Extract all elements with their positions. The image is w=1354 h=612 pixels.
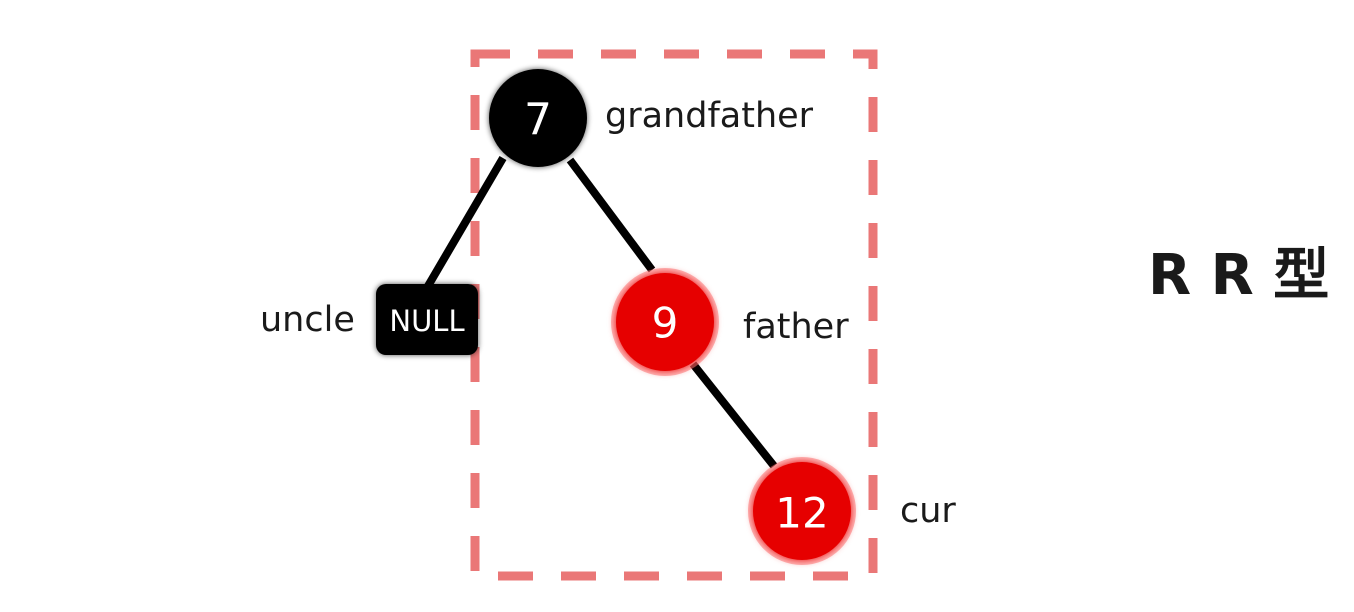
label-grandfather: grandfather [605, 96, 814, 136]
node-grandfather: 7 [489, 69, 587, 167]
edge-grandfather-uncle [424, 155, 507, 289]
node-father-value: 9 [652, 299, 679, 348]
node-cur-value: 12 [775, 489, 828, 538]
node-father-circle [616, 273, 714, 371]
label-uncle: uncle [260, 300, 355, 340]
node-uncle: NULL [376, 284, 478, 355]
node-father: 9 [611, 268, 719, 376]
edge-father-cur [689, 361, 778, 469]
node-grandfather-value: 7 [524, 95, 552, 146]
node-uncle-value: NULL [389, 304, 464, 338]
node-cur-circle [753, 462, 851, 560]
label-father: father [743, 307, 849, 347]
rotation-type-title: R R 型 [1148, 243, 1329, 308]
edge-grandfather-father [566, 157, 656, 273]
node-cur: 12 [748, 457, 856, 565]
label-cur: cur [900, 491, 956, 531]
node-grandfather-circle [489, 69, 587, 167]
node-uncle-box [376, 284, 478, 355]
